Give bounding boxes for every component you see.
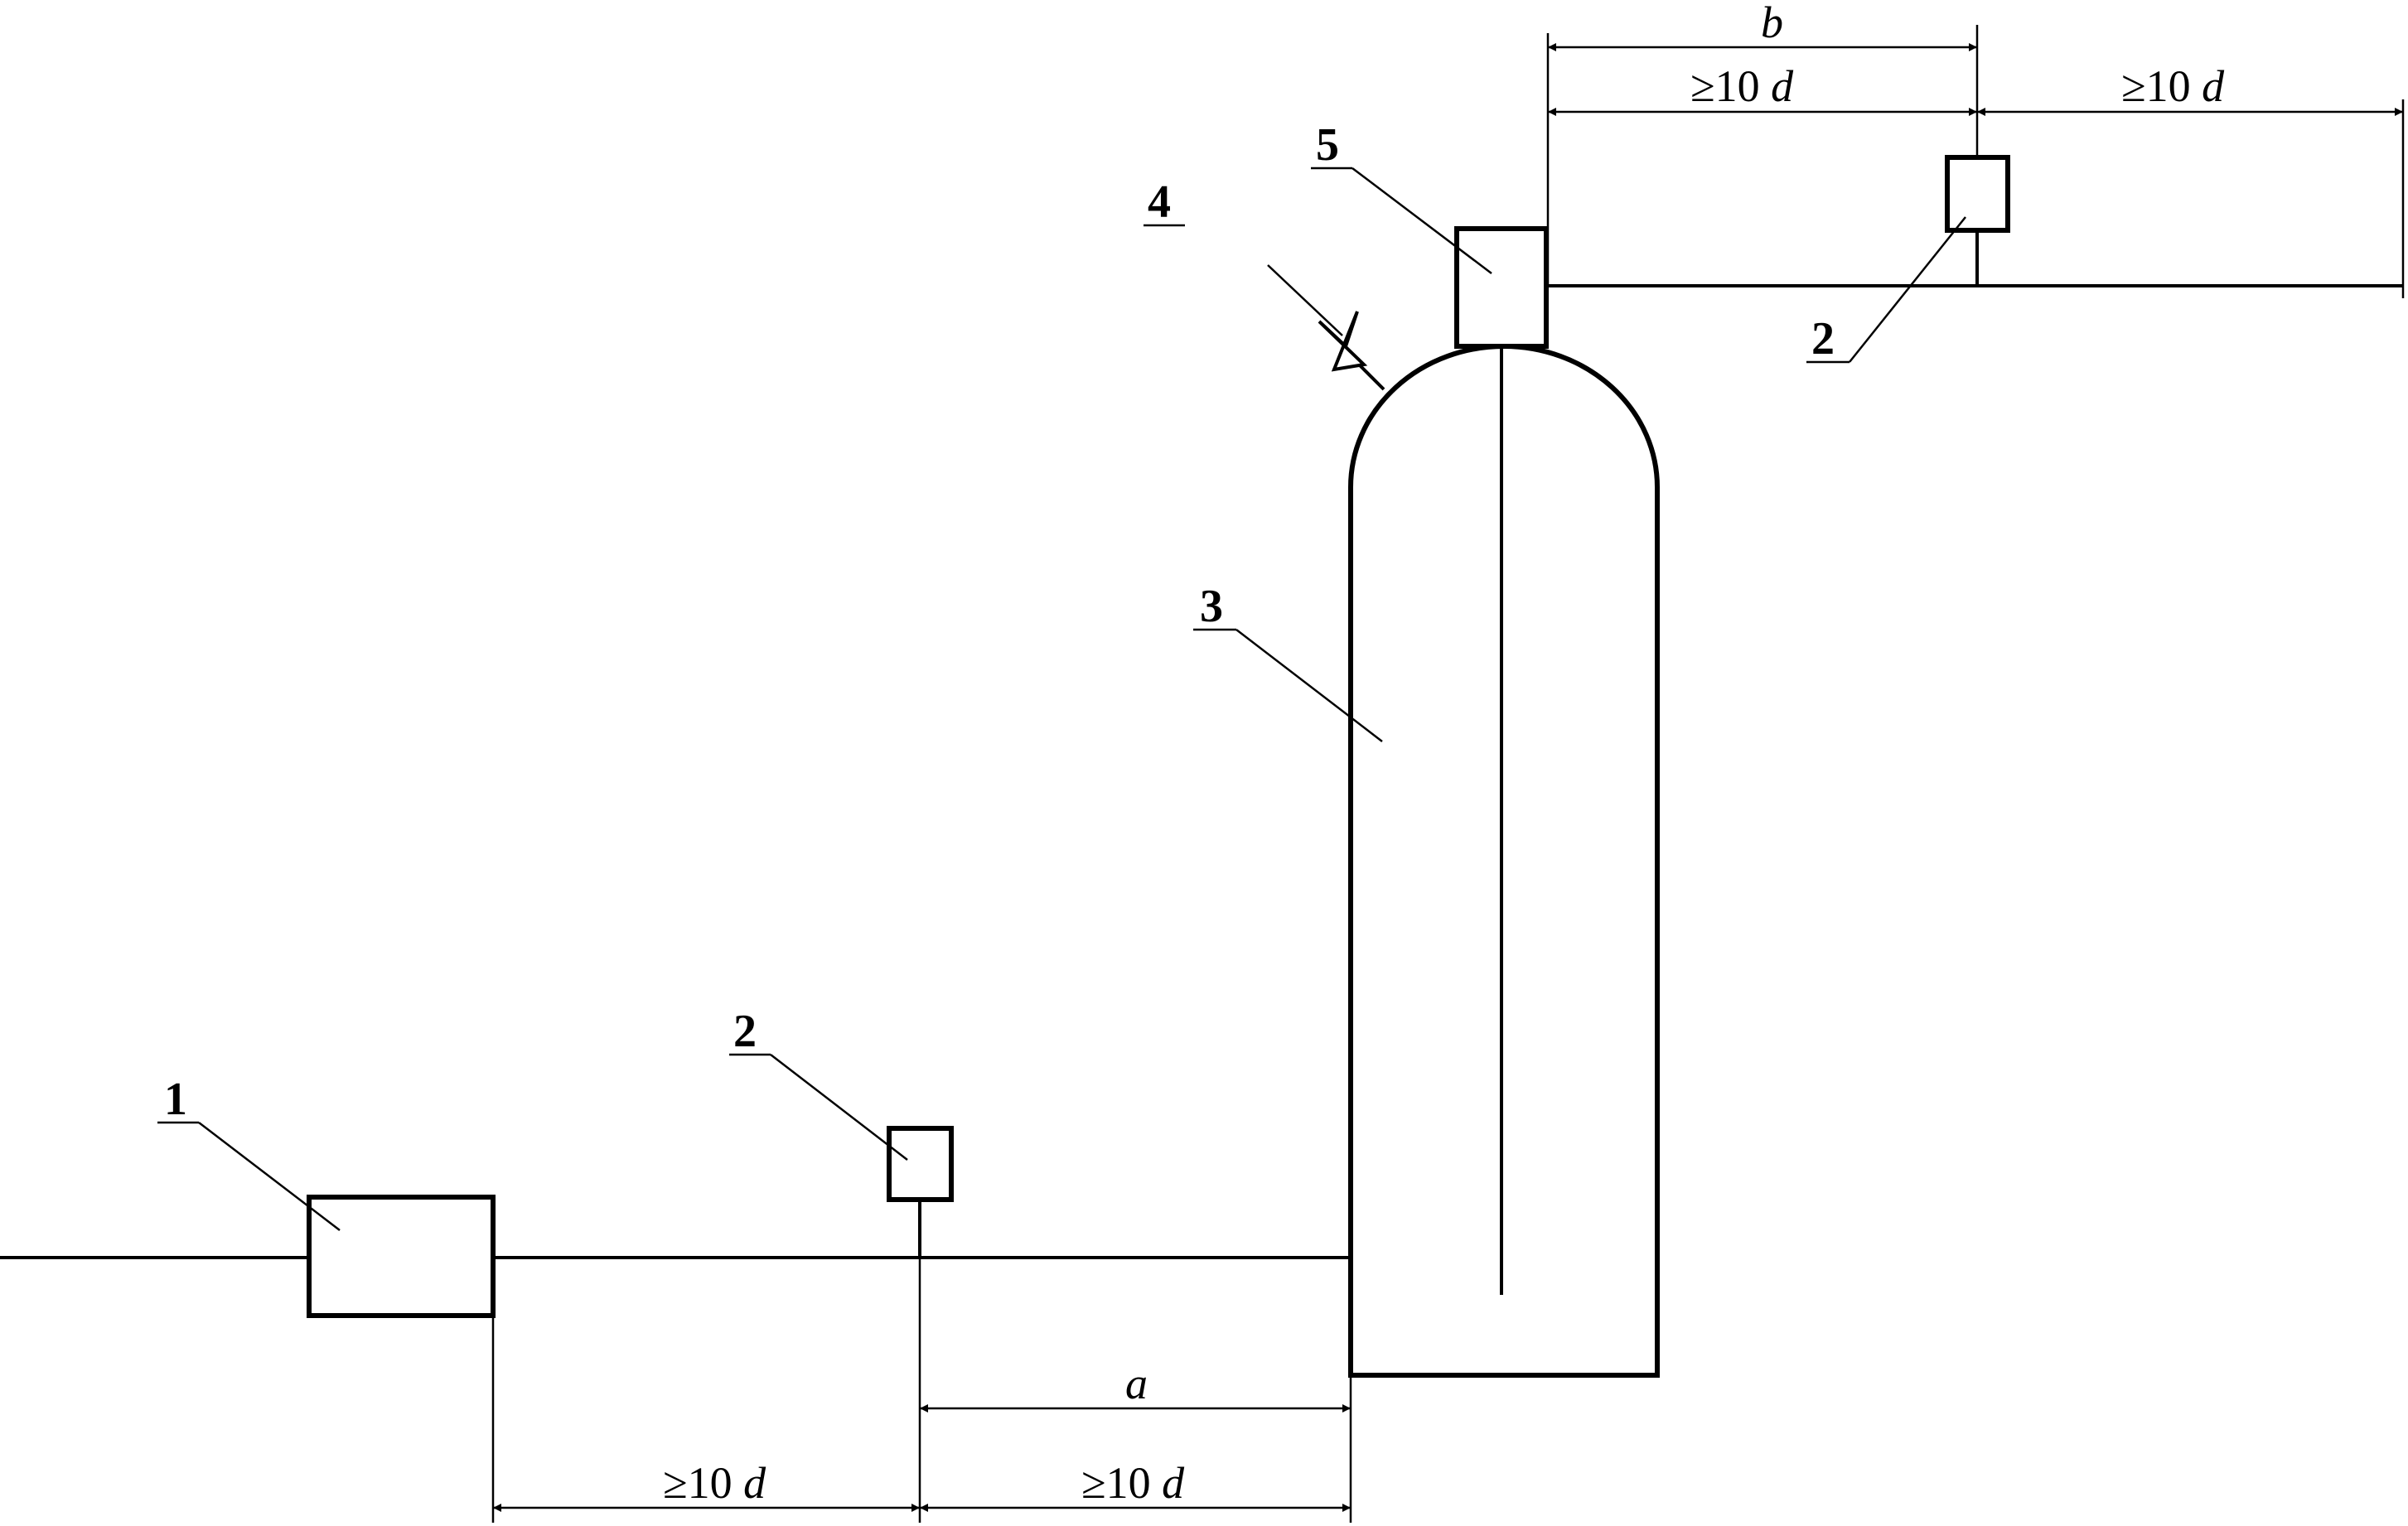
callout-1-leader [198, 1122, 341, 1231]
dim-label-top-right: ≥10 d [2121, 61, 2225, 111]
callout-1-label: 1 [164, 1074, 187, 1125]
dim-label-bottom-right: ≥10 d [1081, 1458, 1185, 1508]
component-2-left-box [887, 1126, 954, 1202]
dim-label-b: b [1761, 0, 1783, 47]
valve-stem [1357, 363, 1385, 391]
valve-arrow-shaft [1267, 264, 1343, 336]
component-1-box [307, 1195, 496, 1318]
callout-2-right-leader [1849, 216, 1966, 363]
component-3-vessel [1348, 344, 1660, 1378]
component-4-valve-icon [1318, 311, 1368, 372]
dim-label-top-left: ≥10 d [1690, 61, 1794, 111]
component-2-right-box [1945, 155, 2010, 233]
callout-2-left-label: 2 [733, 1006, 757, 1057]
callout-5-leader [1351, 167, 1492, 274]
component-5-box [1454, 226, 1549, 349]
dim-label-bottom-left: ≥10 d [663, 1458, 766, 1508]
dim-label-a: a [1125, 1359, 1148, 1408]
callout-3-leader [1235, 629, 1383, 742]
callout-5-label: 5 [1316, 119, 1339, 171]
callout-4-label: 4 [1148, 176, 1171, 228]
callout-2-left-leader [770, 1054, 908, 1161]
callout-2-right-label: 2 [1811, 313, 1835, 365]
callout-3-label: 3 [1200, 581, 1223, 632]
